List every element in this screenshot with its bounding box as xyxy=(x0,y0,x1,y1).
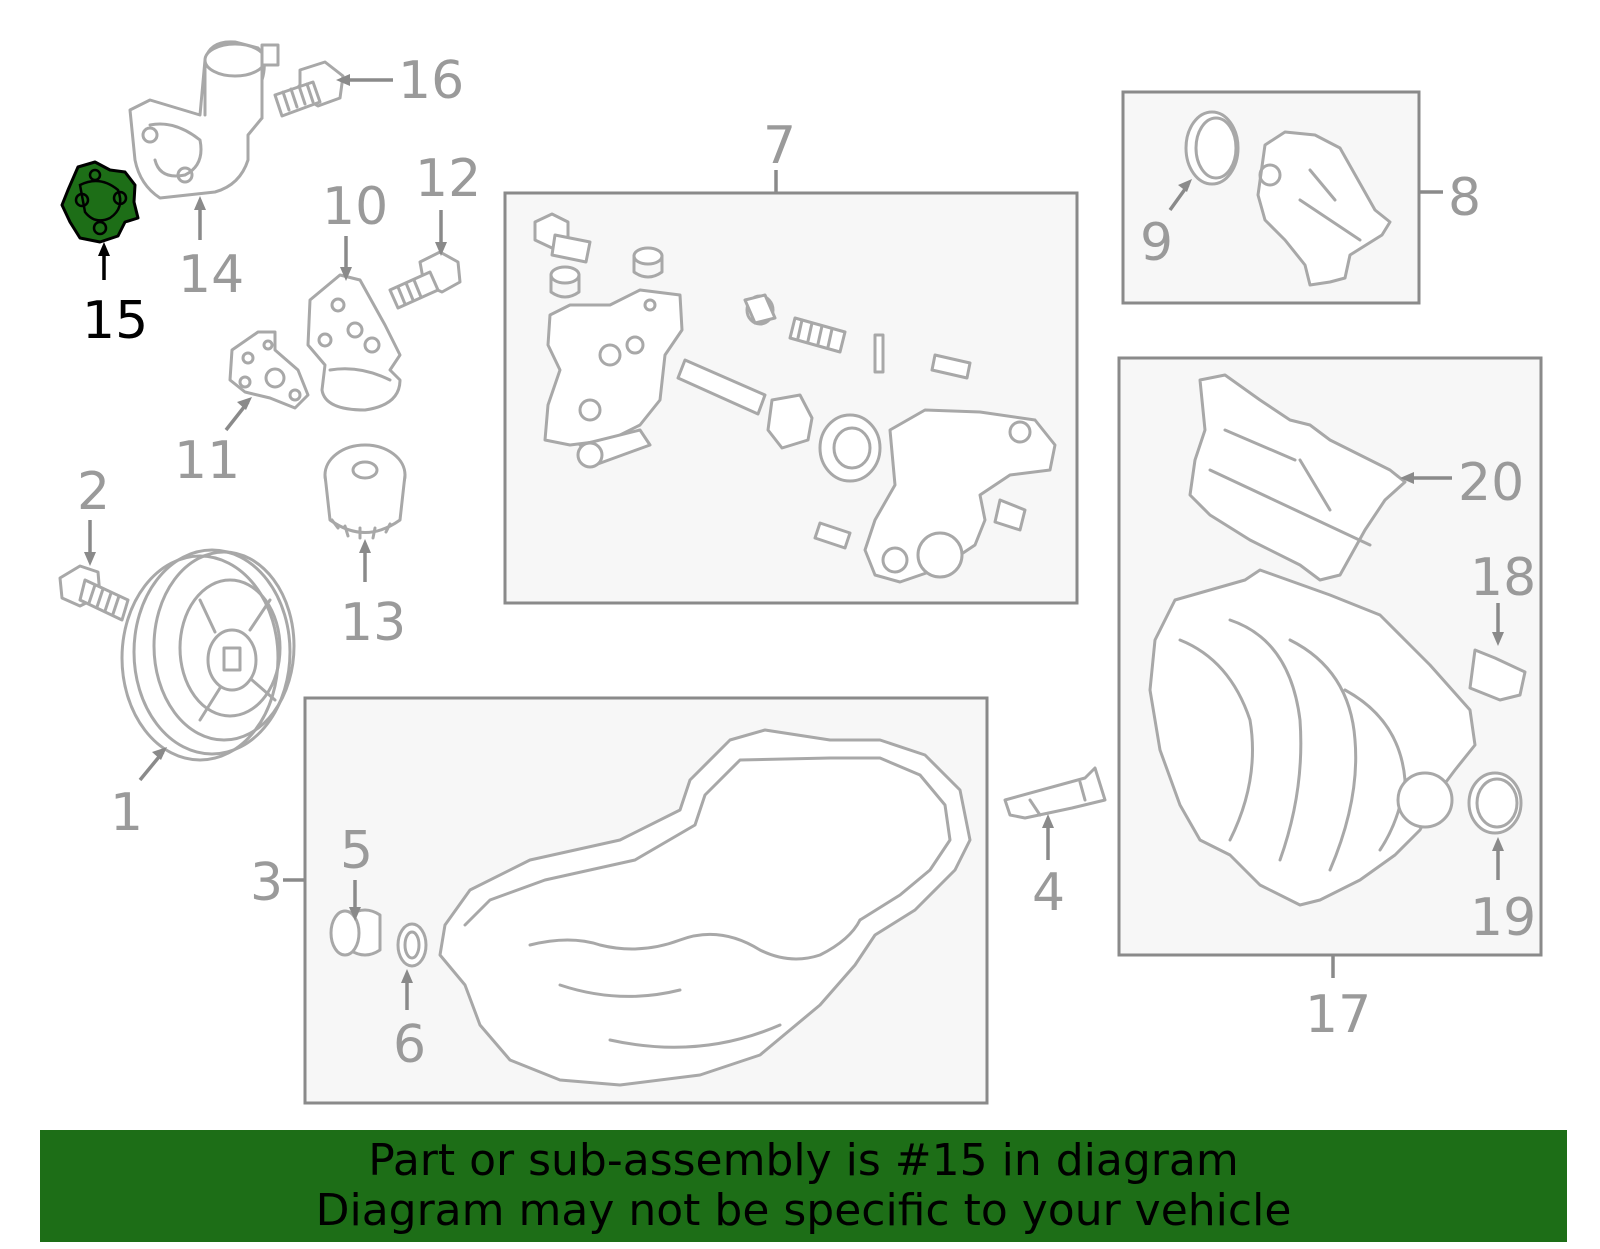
crank-pulley-1-part xyxy=(120,548,296,762)
callout-20: 20 xyxy=(1458,453,1524,513)
thermostat-8-9-parts xyxy=(1184,110,1392,287)
callout-4: 4 xyxy=(1032,863,1065,923)
callout-1: 1 xyxy=(110,783,143,843)
callout-14: 14 xyxy=(178,245,244,305)
callout-5: 5 xyxy=(340,821,373,881)
callout-15-highlighted: 15 xyxy=(82,291,148,351)
callout-18: 18 xyxy=(1470,548,1536,608)
callout-leaders xyxy=(84,74,1504,1010)
callout-11: 11 xyxy=(174,431,240,491)
dipstick-tube-4-part xyxy=(1003,766,1107,820)
intake-manifold-17-parts xyxy=(1148,373,1527,907)
callout-7: 7 xyxy=(763,116,796,176)
callout-13: 13 xyxy=(340,593,406,653)
oil-pan-3-5-6-parts xyxy=(329,728,972,1087)
callout-16: 16 xyxy=(398,51,464,111)
oil-filter-13-part xyxy=(323,443,407,540)
callout-9: 9 xyxy=(1140,213,1173,273)
gasket-11-part xyxy=(228,330,310,410)
banner-line-part-number: Part or sub-assembly is #15 in diagram xyxy=(368,1135,1239,1186)
callout-8: 8 xyxy=(1448,168,1481,228)
callout-19: 19 xyxy=(1470,888,1536,948)
oil-control-valve-14-part xyxy=(128,40,280,200)
bolt-12-part xyxy=(388,250,462,310)
gasket-15-highlighted-part xyxy=(60,160,140,244)
callout-17: 17 xyxy=(1305,985,1371,1045)
callout-12: 12 xyxy=(415,149,481,209)
bolt-16-part xyxy=(273,60,345,118)
oil-pump-7-parts xyxy=(533,212,1057,584)
banner-line-disclaimer: Diagram may not be specific to your vehi… xyxy=(315,1185,1292,1236)
oil-filter-adapter-10-part xyxy=(306,273,402,412)
callout-2: 2 xyxy=(77,462,110,522)
bolt-2-part xyxy=(58,564,130,622)
info-banner: Part or sub-assembly is #15 in diagram D… xyxy=(40,1130,1567,1242)
callout-6: 6 xyxy=(393,1015,426,1075)
callout-10: 10 xyxy=(322,177,388,237)
callout-3: 3 xyxy=(250,853,283,913)
